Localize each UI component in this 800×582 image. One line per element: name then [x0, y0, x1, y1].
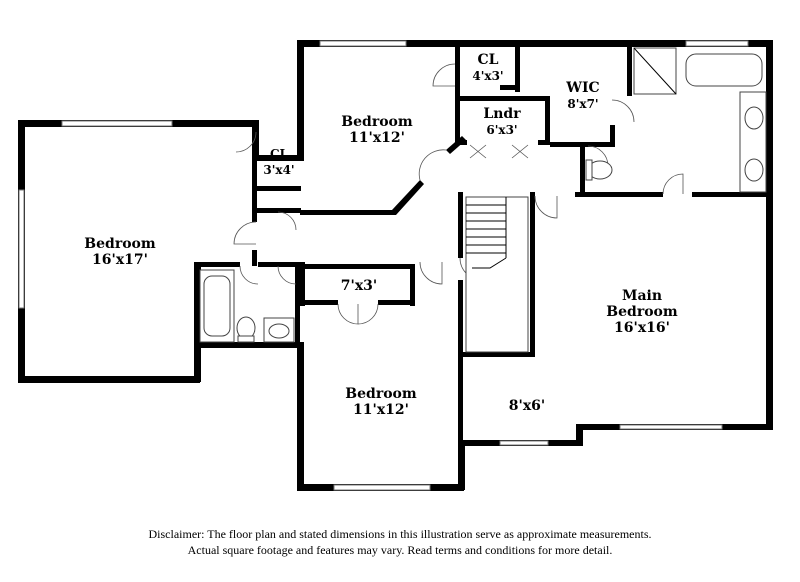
closet-small-size: 3'x4'	[263, 163, 294, 177]
laundry-name: Lndr	[483, 106, 521, 122]
bedroom-left-name: Bedroom	[84, 236, 156, 252]
closet-small-name: CL	[270, 147, 289, 161]
wic-size: 8'x7'	[567, 97, 598, 111]
main-bedroom-size: 16'x16'	[614, 320, 670, 336]
doors	[233, 63, 684, 325]
windows	[18, 40, 749, 491]
laundry-size: 6'x3'	[486, 123, 517, 137]
tub-icon	[685, 53, 763, 87]
sitting-area-size: 8'x6'	[509, 398, 545, 414]
wic-name: WIC	[565, 80, 599, 96]
closet-top-name: CL	[478, 52, 499, 68]
floor-plan: Bedroom 16'x17' CL 3'x4' Bedroom 11'x12'…	[18, 40, 773, 491]
main-bedroom-name-line2: Bedroom	[606, 304, 678, 320]
closet-mid-size: 7'x3'	[341, 278, 377, 294]
room-labels: Bedroom 16'x17' CL 3'x4' Bedroom 11'x12'…	[84, 52, 678, 418]
disclaimer-line-2: Actual square footage and features may v…	[187, 543, 613, 557]
bedroom-bottom-name: Bedroom	[345, 386, 417, 402]
bedroom-bottom-size: 11'x12'	[353, 402, 409, 418]
bedroom-top-name: Bedroom	[341, 114, 413, 130]
bedroom-top-size: 11'x12'	[349, 130, 405, 146]
stairs	[465, 196, 529, 353]
main-bedroom-name-line1: Main	[622, 288, 662, 304]
closet-top-size: 4'x3'	[472, 69, 503, 83]
fixtures	[199, 47, 767, 343]
interior-walls	[194, 44, 770, 444]
bedroom-left-size: 16'x17'	[92, 252, 148, 268]
disclaimer-line-1: Disclaimer: The floor plan and stated di…	[148, 527, 652, 541]
